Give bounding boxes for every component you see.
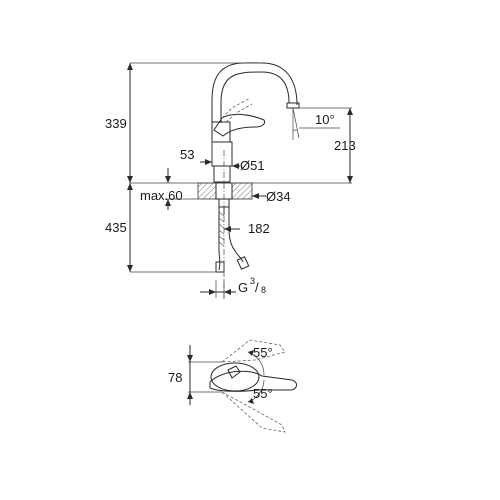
dim-435-label: 435 xyxy=(105,220,127,235)
dim-182-label: 182 xyxy=(248,221,270,236)
dim-thread-num: 3 xyxy=(250,276,255,286)
dim-78-label: 78 xyxy=(168,370,182,385)
dim-thread-den: 8 xyxy=(261,285,266,295)
lever-dashed xyxy=(221,97,251,119)
top-body xyxy=(210,362,260,392)
dim-53-label: 53 xyxy=(180,147,194,162)
dim-thread-label: G xyxy=(238,280,248,295)
dim-213-label: 213 xyxy=(334,138,356,153)
spout-inner xyxy=(220,71,290,123)
dim-339-label: 339 xyxy=(105,116,127,131)
front-view: 339 435 213 10° 53 Ø51 max.60 xyxy=(105,62,356,300)
lever-ghost-upper xyxy=(220,339,286,363)
tap-body-upper xyxy=(211,121,231,143)
deck-hatch-right xyxy=(231,182,253,200)
hose-right xyxy=(228,207,244,263)
dim-d34-label: Ø34 xyxy=(266,189,291,204)
hose-connector-left xyxy=(215,261,225,273)
dim-55-lower-label: 55° xyxy=(253,386,273,401)
lever-dashed-2 xyxy=(225,103,253,123)
svg-text:/: / xyxy=(255,280,259,295)
top-view: 78 55° 55° xyxy=(168,339,297,433)
lever-ghost-lower xyxy=(221,391,286,433)
tap-body-lower xyxy=(211,141,233,167)
dim-d51-label: Ø51 xyxy=(240,158,265,173)
dim-10deg-label: 10° xyxy=(315,112,335,127)
tap-base xyxy=(213,165,231,183)
dim-55-upper-label: 55° xyxy=(253,345,273,360)
lever-handle xyxy=(213,113,265,137)
hose-connector-right xyxy=(236,256,250,270)
hose-braid xyxy=(218,211,225,247)
deck-hatch-left xyxy=(197,182,217,200)
dim-max60-label: max.60 xyxy=(140,188,183,203)
hose-left xyxy=(218,207,221,271)
